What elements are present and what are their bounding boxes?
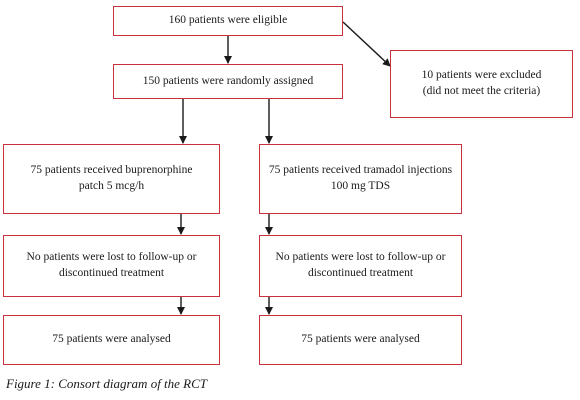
box-bup-followup-line-1: No patients were lost to follow-up or <box>26 251 197 264</box>
box-randomized: 150 patients were randomly assigned <box>113 64 343 99</box>
box-excluded-line-1: 10 patients were excluded <box>421 69 542 82</box>
box-tram-followup-line-2: discontinued treatment <box>307 267 414 279</box>
arrow-eligible-to-excluded <box>342 21 391 67</box>
box-bup-received-line-1: 75 patients received buprenorphine <box>30 164 193 177</box>
box-bup-analysed-line: 75 patients were analysed <box>52 333 171 346</box>
box-tram-followup: No patients were lost to follow-up or di… <box>259 235 462 297</box>
box-excluded-line-2: (did not meet the criteria) <box>422 85 541 97</box>
box-tram-analysed: 75 patients were analysed <box>259 315 462 365</box>
box-bup-received-line-2: patch 5 mcg/h <box>78 180 145 192</box>
box-bup-analysed: 75 patients were analysed <box>3 315 220 365</box>
box-tram-followup-line-1: No patients were lost to follow-up or <box>275 251 446 264</box>
box-bup-followup: No patients were lost to follow-up or di… <box>3 235 220 297</box>
box-tram-received-line-1: 75 patients received tramadol injections <box>268 164 453 177</box>
box-randomized-line: 150 patients were randomly assigned <box>142 74 314 87</box>
box-eligible-line: 160 patients were eligible <box>168 14 288 27</box>
box-tram-received: 75 patients received tramadol injections… <box>259 144 462 214</box>
figure-caption: Figure 1: Consort diagram of the RCT <box>6 376 208 391</box>
box-bup-received: 75 patients received buprenorphine patch… <box>3 144 220 214</box>
box-bup-followup-line-2: discontinued treatment <box>58 267 165 279</box>
box-tram-analysed-line: 75 patients were analysed <box>301 333 420 346</box>
box-tram-received-line-2: 100 mg TDS <box>330 180 391 192</box>
box-excluded: 10 patients were excluded (did not meet … <box>390 50 573 118</box>
box-eligible: 160 patients were eligible <box>113 6 343 36</box>
